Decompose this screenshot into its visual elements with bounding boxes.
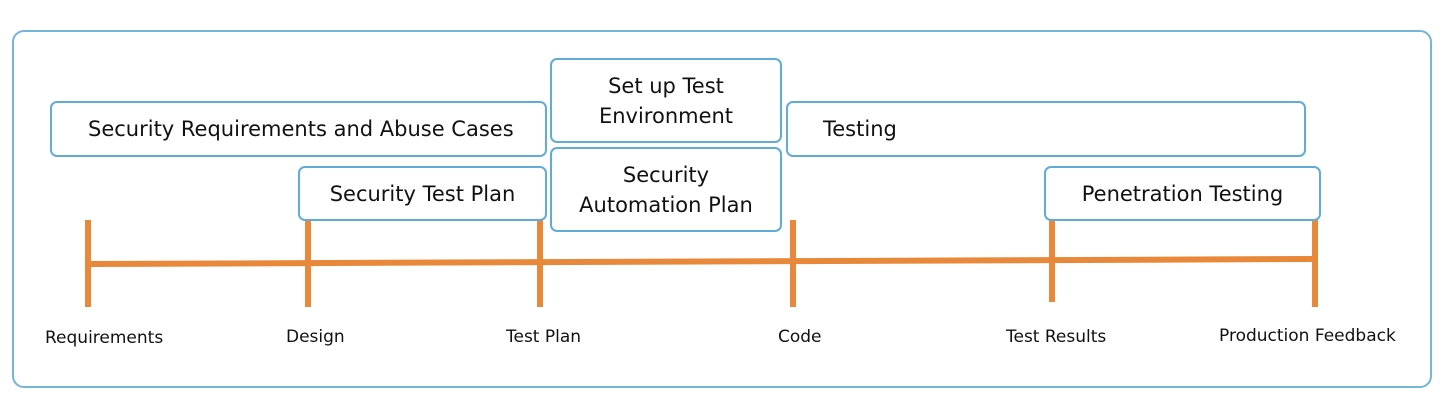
diagram-frame [12,30,1432,388]
activity-label: Set up Test Environment [598,73,734,128]
activity-penetration-testing: Penetration Testing [1044,166,1321,221]
activity-setup-test-environment: Set up Test Environment [550,58,782,143]
activity-security-requirements: Security Requirements and Abuse Cases [50,101,547,157]
timeline-axis [87,256,1315,267]
activity-security-automation-plan: Security Automation Plan [550,147,782,232]
activity-label: Security Automation Plan [579,162,753,217]
milestone-production-feedback: Production Feedback [1219,326,1396,346]
activity-label: Testing [823,117,897,141]
activity-label: Penetration Testing [1081,181,1284,206]
milestone-test-results: Test Results [1006,327,1107,347]
milestone-design: Design [286,327,345,347]
activity-testing: Testing [786,101,1306,157]
milestone-code: Code [778,327,822,347]
activity-security-test-plan: Security Test Plan [298,166,547,221]
milestone-requirements: Requirements [45,328,164,348]
activity-label: Security Requirements and Abuse Cases [88,117,514,141]
milestone-test-plan: Test Plan [506,327,582,347]
activity-label: Security Test Plan [329,181,516,206]
